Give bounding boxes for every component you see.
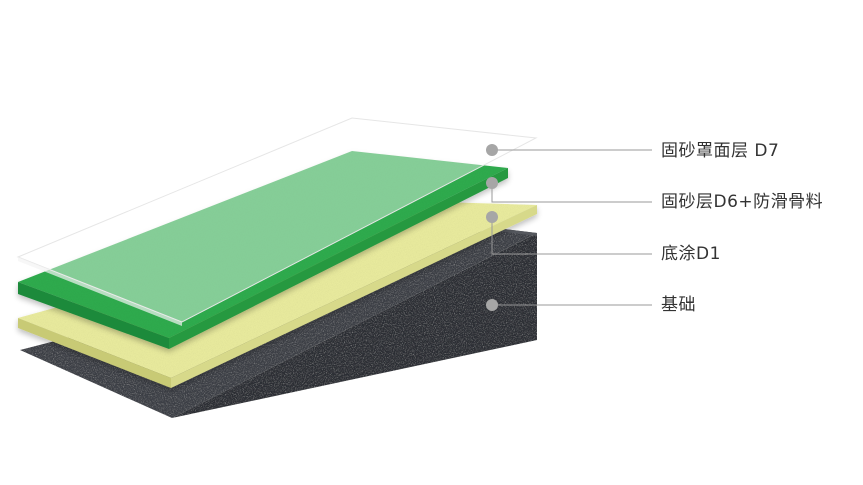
topcoat-edge bbox=[18, 257, 182, 326]
leader-line-primer bbox=[491, 217, 652, 255]
layer-label-primer: 底涂D1 bbox=[661, 244, 721, 264]
marker-dot-topcoat bbox=[486, 144, 498, 156]
leader-line-sand bbox=[491, 183, 652, 203]
leader-lines bbox=[491, 149, 652, 306]
base-side-face bbox=[495, 228, 537, 236]
sand-layer bbox=[18, 151, 508, 349]
layer-label-base: 基础 bbox=[661, 295, 696, 315]
primer-front-edge bbox=[171, 205, 537, 388]
sand-top-face bbox=[18, 151, 508, 338]
sand-front-edge bbox=[169, 168, 508, 349]
layer-label-topcoat: 固砂罩面层 D7 bbox=[661, 141, 780, 161]
marker-dot-sand bbox=[486, 177, 498, 189]
topcoat-layer bbox=[16, 117, 538, 326]
primer-edge bbox=[18, 318, 171, 388]
base-front-face bbox=[172, 233, 537, 418]
layer-label-sand: 固砂层D6+防滑骨料 bbox=[661, 192, 824, 212]
sand-edge bbox=[18, 282, 169, 349]
marker-dots bbox=[486, 144, 498, 311]
marker-dot-base bbox=[486, 299, 498, 311]
marker-dot-primer bbox=[486, 211, 498, 223]
